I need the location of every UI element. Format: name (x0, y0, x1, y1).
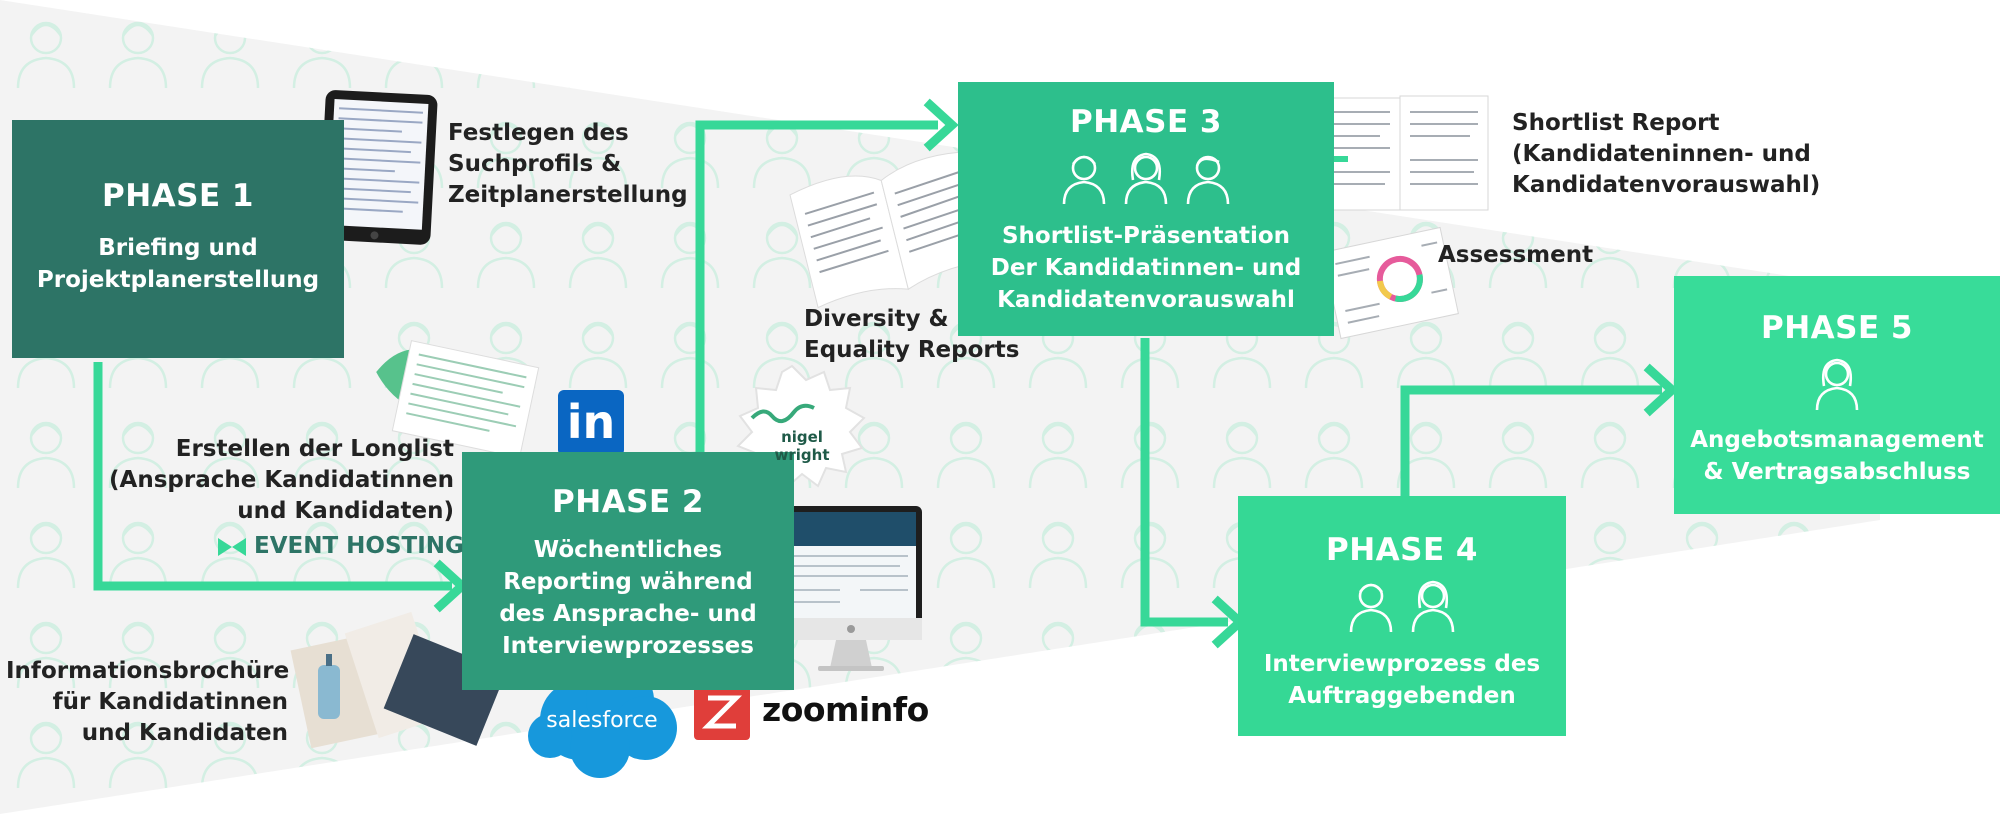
brochure-image (290, 611, 507, 749)
phase-4-title: PHASE 4 (1325, 532, 1479, 568)
phase-3-text-line: Shortlist-Präsentation (1001, 223, 1291, 249)
zoominfo-logo-mark (694, 684, 750, 740)
salesforce-logo-shape (528, 666, 677, 778)
phase-3-people (958, 150, 1334, 206)
person-outline-icon (1186, 155, 1230, 205)
linkedin-logo: in (566, 395, 616, 449)
person-outline-icon (1815, 358, 1859, 411)
label-line: Erstellen der Longlist (175, 436, 454, 462)
arrow-p4-to-p5 (1400, 385, 1662, 498)
bowtie-icon (218, 538, 246, 556)
person-outline-icon (1124, 152, 1168, 205)
phase-2-text: Wöchentliches Reporting während des Ansp… (462, 534, 794, 662)
phase-2-text-line: Wöchentliches (533, 537, 723, 563)
label-longlist: Erstellen der Longlist (Ansprache Kandid… (100, 434, 454, 527)
arrow-p2-to-p3 (695, 120, 938, 455)
phase-5-title: PHASE 5 (1760, 310, 1914, 346)
nigel-wright-logo: nigel wright (774, 428, 830, 464)
person-outline-icon (1062, 155, 1106, 205)
phase-5-box: PHASE 5 Angebotsmanagement & Vertragsabs… (1674, 276, 2000, 514)
person-outline-icon (1411, 580, 1455, 633)
phase-3-box: PHASE 3 Shortlist-Präsentation Der Kandi… (958, 82, 1334, 336)
label-event-hosting: EVENT HOSTING (254, 533, 464, 559)
phase-5-text-line: & Vertragsabschluss (1703, 459, 1971, 485)
phase-4-text-line: Interviewprozess des (1263, 651, 1541, 677)
connector-arrows (93, 120, 1662, 627)
arrow-p3-to-p4 (1140, 338, 1228, 627)
label-line: Equality Reports (804, 337, 1020, 363)
label-line: Diversity & (804, 306, 949, 332)
phase-2-text-line: Reporting während (503, 569, 753, 595)
label-line: (Kandidateninnen- und (1512, 141, 1811, 167)
tablet-image (318, 90, 438, 245)
label-diversity: Diversity & Equality Reports (804, 304, 1019, 366)
phase-1-box: PHASE 1 Briefing und Projektplanerstellu… (12, 120, 344, 358)
label-line: (Ansprache Kandidatinnen (109, 467, 454, 493)
phase-1-text: Briefing und Projektplanerstellung (12, 232, 344, 296)
salesforce-logo: salesforce (546, 708, 658, 733)
label-shortlist-report: Shortlist Report (Kandidateninnen- und K… (1512, 108, 1820, 201)
linkedin-logo-shape (558, 390, 624, 456)
label-line: Suchprofils & (448, 151, 622, 177)
arrow-p1-to-p2 (93, 362, 452, 591)
phase-2-box: PHASE 2 Wöchentliches Reporting während … (462, 452, 794, 690)
phase-3-text-line: Der Kandidatinnen- und (990, 255, 1302, 281)
phase-4-people (1238, 578, 1566, 634)
phase-5-text-line: Angebotsmanagement (1690, 427, 1984, 453)
phase-5-text: Angebotsmanagement & Vertragsabschluss (1674, 424, 2000, 488)
phase-1-text-line: Briefing und (98, 235, 258, 261)
phase-2-title: PHASE 2 (551, 484, 705, 520)
label-suchprofil: Festlegen des Suchprofils & Zeitplanerst… (448, 118, 688, 211)
label-line: für Kandidatinnen (52, 689, 288, 715)
arrow-right-icon (1643, 363, 1679, 417)
label-line: und Kandidaten) (237, 498, 454, 524)
phase-3-text-line: Kandidatenvorauswahl (997, 287, 1295, 313)
label-assessment: Assessment (1438, 242, 1594, 268)
label-line: Shortlist Report (1512, 110, 1720, 136)
phase-4-box: PHASE 4 Interviewprozess des Auftraggebe… (1238, 496, 1566, 736)
phase-2-text-line: Interviewprozesses (502, 633, 754, 659)
computer-monitor-image (780, 506, 922, 671)
label-brochure: Informationsbrochüre für Kandidatinnen u… (6, 656, 290, 749)
phase-3-text: Shortlist-Präsentation Der Kandidatinnen… (958, 220, 1334, 316)
phase-3-title: PHASE 3 (1069, 104, 1223, 140)
label-line: und Kandidaten (81, 720, 288, 746)
phase-2-text-line: des Ansprache- und (499, 601, 757, 627)
zoominfo-logo: zoominfo (762, 690, 929, 729)
longlist-document-image (376, 340, 540, 459)
phase-1-title: PHASE 1 (101, 178, 255, 214)
label-line: Kandidatenvorauswahl) (1512, 172, 1821, 198)
person-outline-icon (1349, 583, 1393, 633)
phase-1-text-line: Projektplanerstellung (36, 267, 320, 293)
phase-4-text: Interviewprozess des Auftraggebenden (1238, 648, 1566, 712)
label-line: Zeitplanerstellung (448, 182, 688, 208)
arrow-right-icon (923, 98, 959, 152)
label-line: Informationsbrochüre (6, 658, 290, 684)
label-line: Festlegen des (448, 120, 629, 146)
phase-4-text-line: Auftraggebenden (1288, 683, 1516, 709)
assessment-image (1322, 226, 1459, 340)
phase-5-people (1674, 356, 2000, 412)
shortlist-report-image (1315, 95, 1489, 211)
